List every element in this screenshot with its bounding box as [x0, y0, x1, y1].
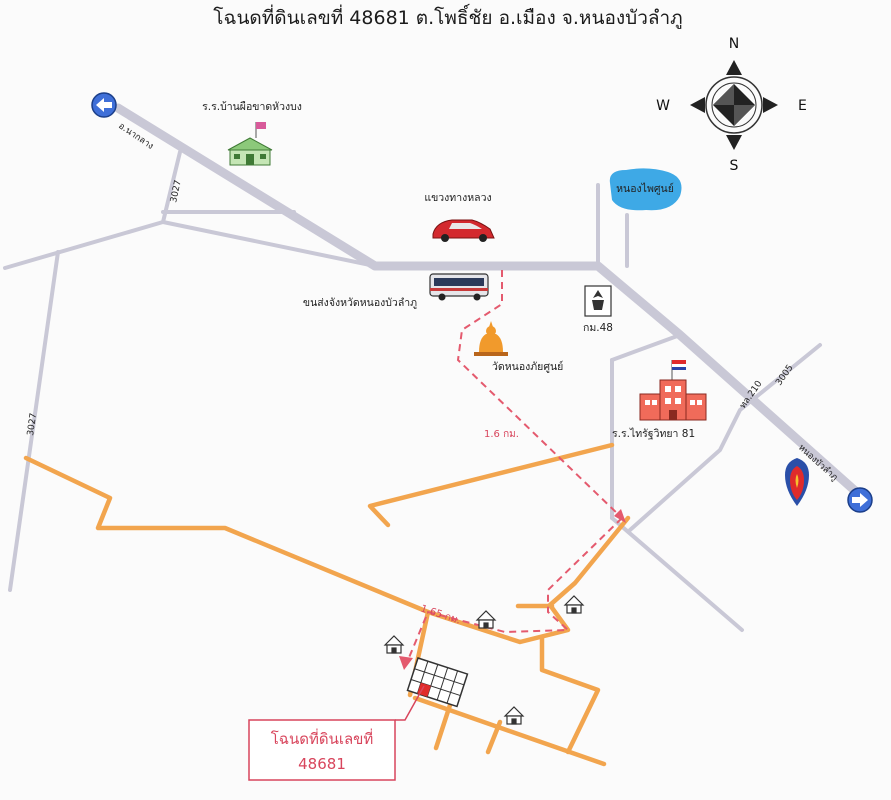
- route-arrow-1: [614, 509, 626, 523]
- arrow-left-sign-icon: [91, 92, 117, 118]
- land-title-line-2: 48681: [298, 755, 346, 773]
- distance-label-1: 1.6 กม.: [484, 429, 519, 440]
- road-3005: [628, 343, 822, 532]
- local-road-west: [23, 455, 631, 645]
- bus-station-label: ขนส่งจังหวัดหนองบัวลำภู: [303, 297, 417, 309]
- pond-label: หนองไพศูนย์: [616, 182, 674, 195]
- compass-north: N: [729, 36, 739, 52]
- compass-icon: [690, 60, 778, 150]
- road-3027-south: [8, 250, 60, 592]
- local-road-south-1: [433, 702, 453, 751]
- land-title-line-1: โฉนดที่ดินเลขที่: [271, 728, 374, 748]
- compass-south: S: [730, 158, 739, 174]
- land-plot-icon: [406, 657, 469, 708]
- road-jct-top: [610, 333, 682, 362]
- compass-west: W: [656, 98, 670, 114]
- arrow-right-sign-icon: [847, 487, 873, 513]
- temple-label: วัดหนองภัยศูนย์: [492, 360, 563, 373]
- house-icon: [383, 595, 585, 725]
- compass-east: E: [798, 98, 807, 114]
- road-number-3005: 3005: [774, 363, 795, 387]
- buddha-icon: [474, 321, 508, 356]
- school-icon: [227, 122, 273, 166]
- military-emblem-icon: [584, 285, 612, 317]
- main-roads: [3, 103, 867, 632]
- land-title-box: [248, 719, 396, 781]
- road-number-3027-north: 3027: [169, 179, 184, 203]
- school-top-label: ร.ร.บ้านผือขาดหัวงบง: [202, 100, 302, 113]
- car-icon: [432, 219, 495, 242]
- route-lines: [407, 270, 623, 661]
- gas-station-icon: [785, 458, 809, 506]
- bus-icon: [429, 273, 489, 301]
- route-dash-2: [407, 517, 623, 661]
- military-label: กม.48: [583, 322, 613, 334]
- local-road-north: [367, 442, 615, 528]
- road-lower-diagonal: [610, 516, 744, 632]
- map-title: โฉนดที่ดินเลขที่ 48681 ต.โพธิ์ชัย อ.เมือ…: [213, 3, 682, 29]
- local-roads: [23, 442, 631, 767]
- callout-leader: [395, 685, 425, 721]
- local-road-east: [539, 635, 601, 755]
- car-place-label: แขวงทางหลวง: [424, 192, 491, 204]
- school-right-label: ร.ร.ไทรัฐวิทยา 81: [612, 427, 695, 440]
- local-road-south-2: [485, 719, 503, 755]
- road-number-3027-south: 3027: [26, 412, 39, 436]
- pond-icon: [609, 168, 682, 211]
- school-building-icon: [639, 360, 707, 421]
- route-arrow-2: [399, 656, 413, 670]
